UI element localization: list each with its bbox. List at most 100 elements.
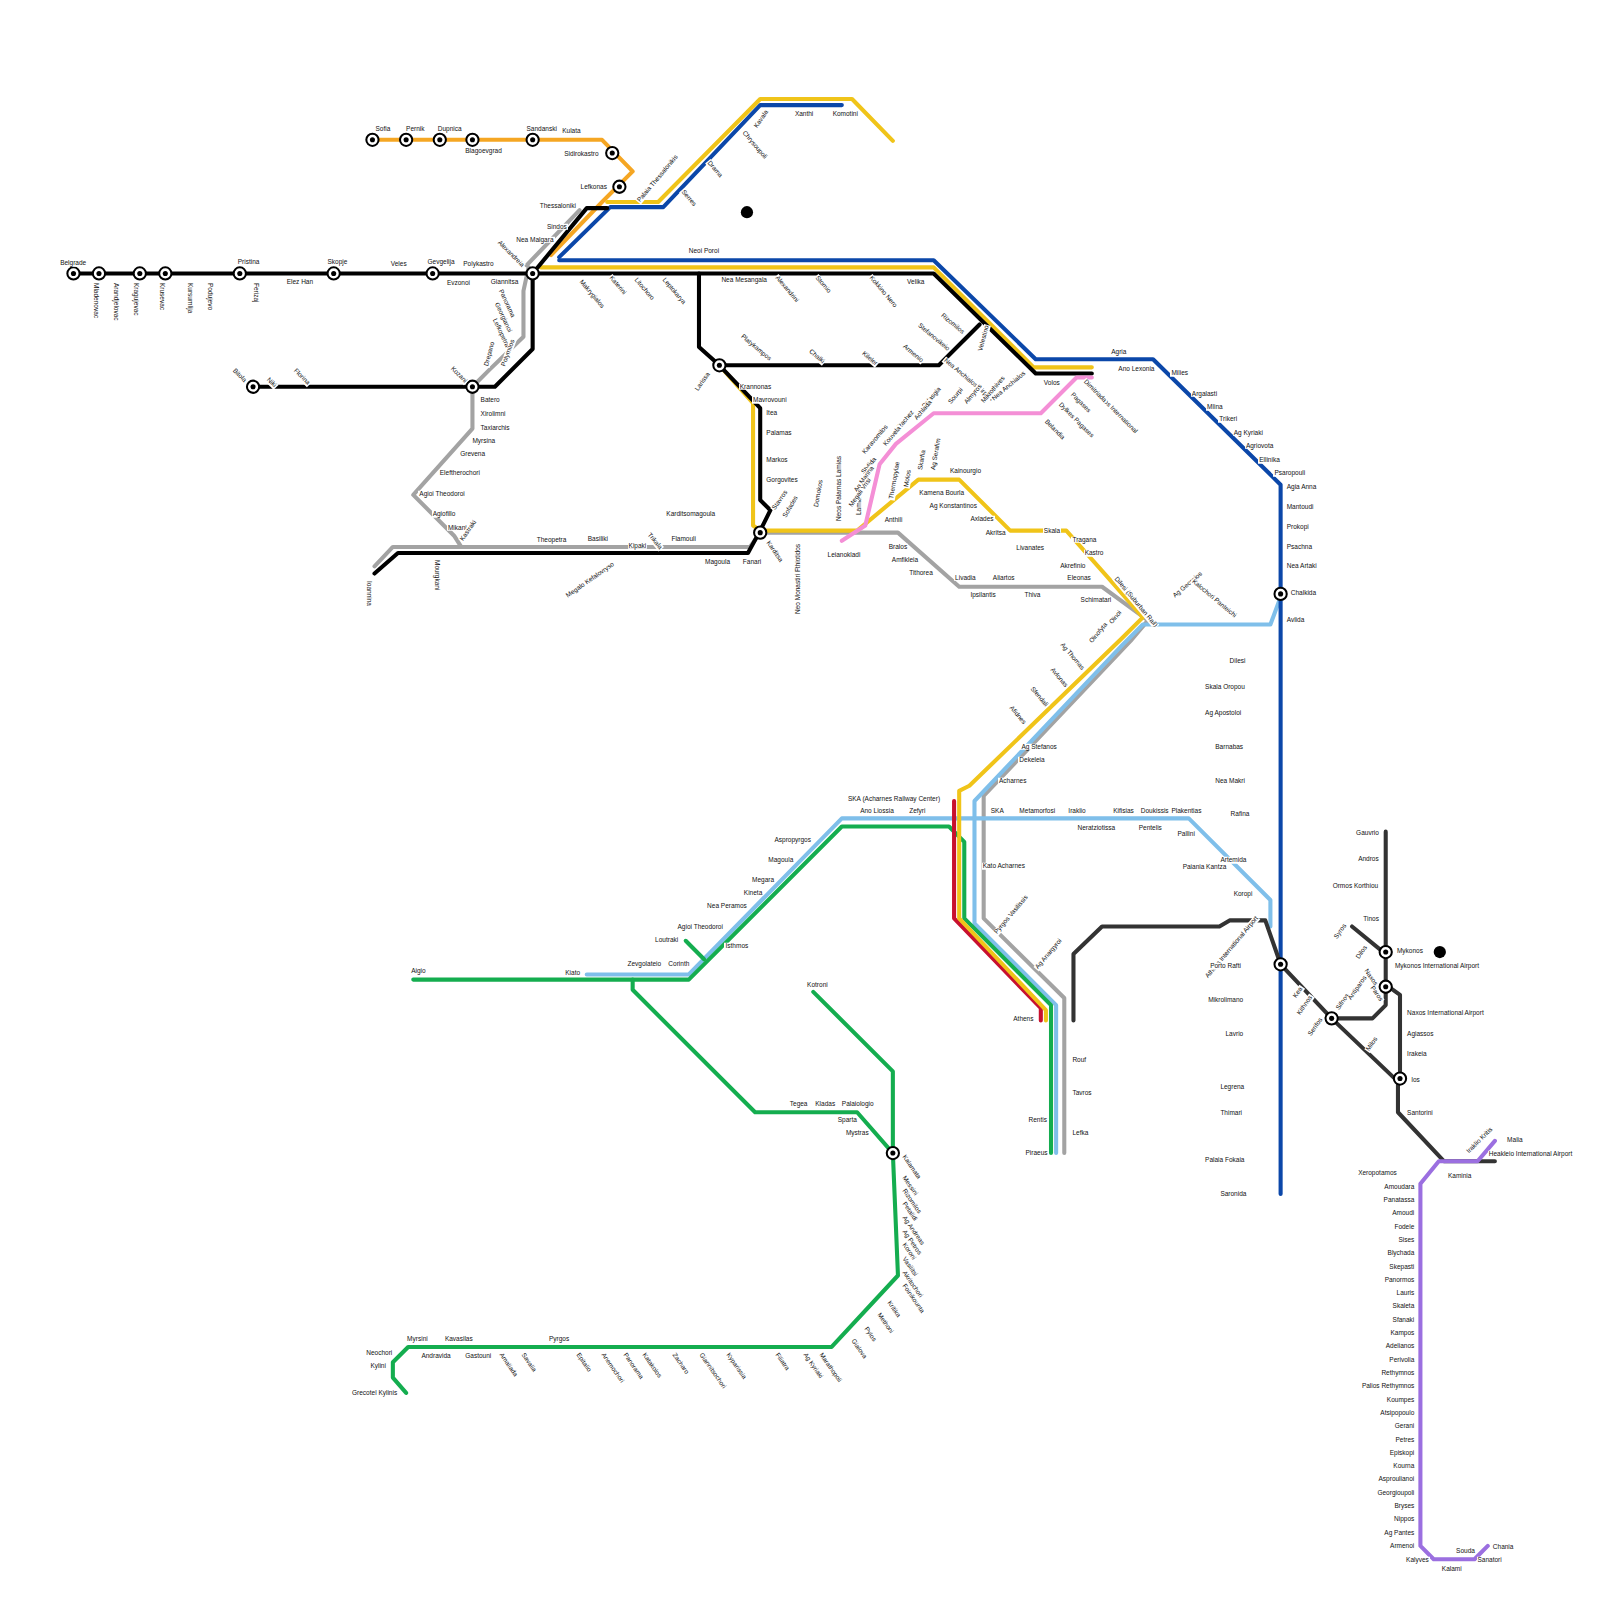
station-label: Chrysoupoli [740, 129, 768, 161]
station-label: Athens International Airport [1204, 914, 1261, 980]
station-label: Marathopoli [818, 1351, 844, 1384]
station-label: Pallini [1177, 830, 1196, 837]
station-label: Bralos [888, 544, 908, 551]
green-line [633, 980, 893, 1153]
station-label: Dilos [1354, 944, 1369, 961]
station-label: Asproulianoi [1378, 1476, 1416, 1483]
station-label: Sandanski [526, 125, 558, 132]
station-label: Nea Peramos [706, 903, 748, 910]
station-label: Podujevo [207, 282, 214, 311]
station-label: Aigio [410, 968, 426, 975]
station-label: Agria [1110, 349, 1127, 356]
station-label: Grevena [459, 451, 486, 458]
station-label: Barnabas [1214, 744, 1244, 751]
station-label: Markos [765, 457, 788, 464]
station-label: Nea Artaki [1286, 563, 1318, 570]
station-label: Volos [1043, 379, 1061, 386]
station-label: Anthili [884, 517, 904, 524]
station-label: Andros [1357, 856, 1380, 863]
station-label: Panormos [1384, 1277, 1416, 1284]
station-label: Ellinika [1258, 457, 1281, 464]
station-label: Kea [1291, 985, 1304, 1000]
station-label: Fanari [742, 559, 762, 566]
station-label: Ag Thomas [1059, 641, 1087, 672]
station-label: Nea Malgara [515, 237, 554, 244]
station-label: Milies [1170, 370, 1189, 377]
station-label: Mykonos [1396, 948, 1424, 955]
station-label: Sindos [546, 223, 568, 230]
station-label: Gauvrio [1355, 829, 1380, 836]
station-label: Gevgelija [427, 259, 456, 266]
station-label: Avlonas [1049, 666, 1070, 689]
interchange-rings [67, 134, 1406, 1160]
station-label: Georgioupoli [1376, 1490, 1415, 1497]
station-label: Prokopi [1286, 523, 1310, 530]
station-label: Tithorea [908, 570, 934, 577]
station-label: Kritika [885, 1299, 902, 1319]
station-label: Corinth [667, 961, 690, 968]
station-label: Agiassos [1406, 1030, 1434, 1037]
station-label: Rentis [1028, 1117, 1048, 1124]
station-label: Lauris [1396, 1290, 1416, 1297]
station-label: Heakleio International Airport [1488, 1151, 1573, 1158]
station-label: Ag Apostoloi [1204, 710, 1242, 717]
station-label: Flamouli [670, 536, 697, 543]
station-label: Platykampos [739, 332, 773, 362]
station-label: Lefka [1071, 1129, 1089, 1136]
station-label: Elez Han [286, 278, 314, 285]
station-label: Blychada [1387, 1250, 1416, 1257]
station-label: Evzonoi [446, 279, 471, 286]
black-line [253, 273, 533, 386]
station-label: Kalami [1441, 1566, 1463, 1573]
station-label: Gorgovites [765, 476, 798, 483]
station-label: Mladenovac [93, 282, 100, 319]
station-label: Nea Mesangala [720, 276, 768, 283]
station-label: Psachna [1286, 544, 1313, 551]
station-label: Leianokladi [827, 552, 862, 559]
station-label: Katerini [608, 273, 628, 296]
station-label: Serres [679, 188, 698, 208]
station-label: Litochoro [632, 275, 655, 301]
green-line [393, 1153, 898, 1393]
station-label: Tragana [1071, 537, 1097, 544]
station-label: Kainourgio [949, 468, 982, 475]
station-label: Eleonas [1066, 574, 1092, 581]
station-label: Karditsomagoula [665, 511, 716, 518]
station-label: Belgrade [59, 260, 87, 267]
station-label: Perivolia [1388, 1356, 1415, 1363]
yellow-line [719, 365, 1142, 1020]
station-label: Agioi Theodoroi [418, 491, 465, 498]
station-label: Stefanovikeio [916, 322, 952, 353]
station-label: Belandia [1043, 418, 1067, 442]
station-label: Ferizaj [253, 282, 260, 304]
station-label: Rafina [1230, 811, 1251, 818]
station-label: Nea Makri [1214, 777, 1246, 784]
station-label: Kokkino Nero [868, 273, 899, 309]
station-label: Mystras [845, 1129, 870, 1136]
station-label: Armenoi [1389, 1543, 1415, 1550]
station-label: Psaropouli [1273, 470, 1306, 477]
station-label: Palaia Fokaia [1204, 1157, 1245, 1164]
station-label: Thiva [1023, 592, 1041, 599]
station-label: Saronida [1219, 1191, 1247, 1198]
station-label: Polykastro [462, 261, 494, 268]
station-label: Arandjelovac [113, 282, 120, 322]
station-label: Kifisias [1112, 808, 1135, 815]
station-label: Zevgolateio [627, 961, 663, 968]
station-label: Episkopi [1389, 1450, 1416, 1457]
station-label: Amoudi [1391, 1210, 1415, 1217]
station-label: Koumpes [1386, 1396, 1415, 1403]
station-label: Agioi Theodoroi [677, 923, 724, 930]
station-label: Ag Serafim [929, 437, 941, 472]
station-label: Mourgkani [433, 559, 440, 591]
station-label: Grecotel Kylinis [351, 1390, 398, 1397]
station-label: Ano Lexonia [1117, 366, 1155, 373]
station-label: Sfanaki [1392, 1317, 1416, 1324]
darkgray-line [1352, 927, 1400, 1082]
station-label: Livanates [1015, 545, 1045, 552]
station-label: Piraeus [1024, 1150, 1048, 1157]
station-label: Leptokarya [661, 275, 688, 305]
station-label: Ag Konstantinos [929, 503, 978, 510]
station-label: Andravida [420, 1353, 451, 1360]
interchange-centers [71, 137, 1446, 1155]
